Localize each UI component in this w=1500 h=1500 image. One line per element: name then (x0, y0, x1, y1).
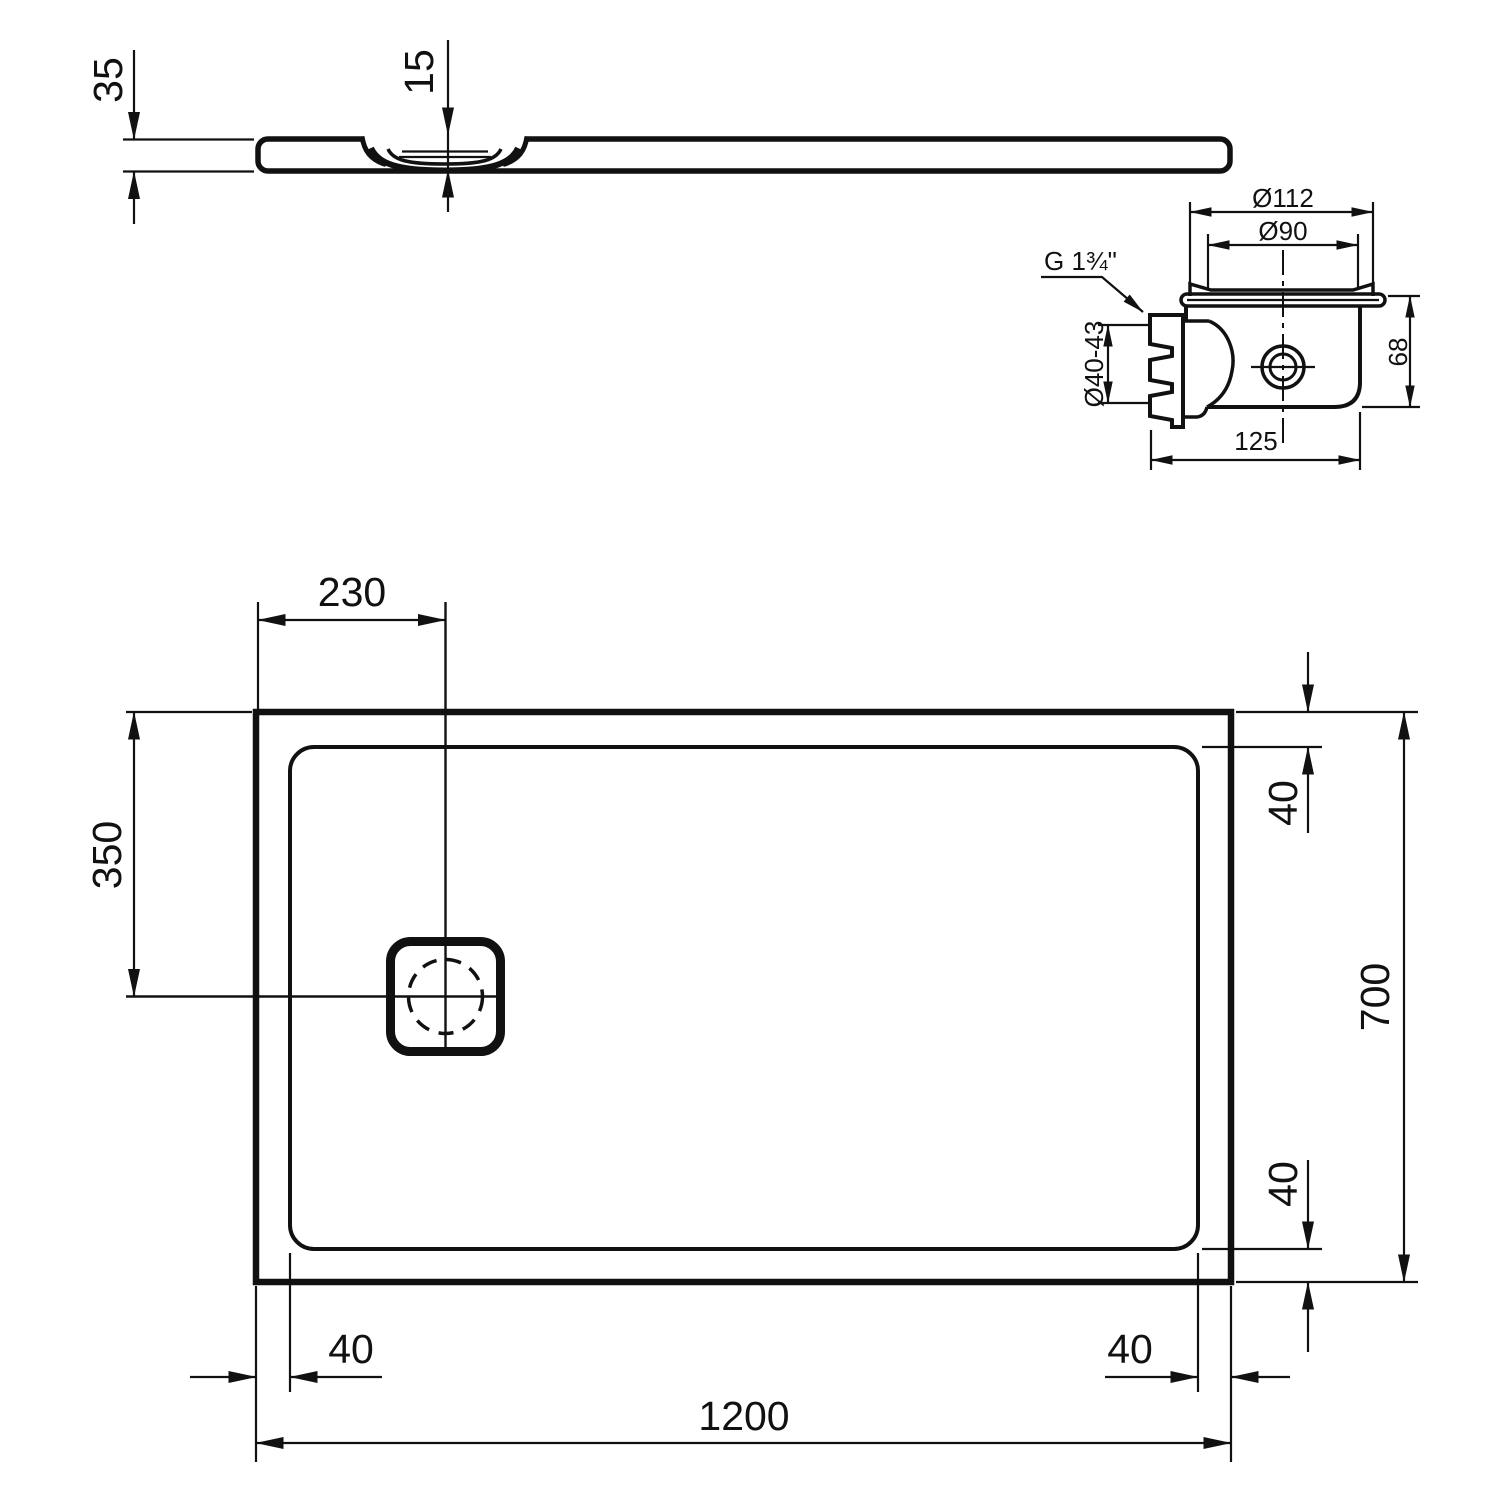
recess-opening-gap (364, 130, 525, 144)
dim-text-trap-height: 68 (1383, 338, 1413, 367)
dim-text-grate-dia: Ø90 (1258, 216, 1307, 246)
dim-drain-offset-x: 230 (256, 569, 446, 709)
threaded-connector (1148, 313, 1185, 429)
dim-text-outlet-dia: Ø40-43 (1079, 321, 1109, 408)
waste-dish-inner (386, 148, 503, 166)
dim-overall-height: 35 (85, 50, 254, 224)
dim-rim-bottom-left: 40 (190, 1253, 382, 1392)
dim-text-rim-bottom-left: 40 (328, 1326, 374, 1372)
waste-trap-detail: Ø112 Ø90 G 1¾" (1041, 183, 1420, 470)
dim-text-drain-offset-x: 230 (318, 569, 386, 615)
dim-recess-depth: 15 (396, 40, 454, 212)
dim-grate-dia: Ø90 (1206, 216, 1360, 288)
dim-text-recess-depth: 15 (396, 49, 442, 95)
dim-flange-dia: Ø112 (1188, 183, 1375, 287)
trap-cap-outline (1188, 281, 1375, 296)
dim-text-overall-height: 35 (85, 57, 131, 103)
dim-rim-right-bottom: 40 (1202, 1160, 1322, 1352)
dim-text-rim-bottom-right: 40 (1107, 1326, 1153, 1372)
dim-text-drain-offset-y: 350 (84, 821, 130, 889)
side-profile-view: 35 15 (85, 40, 1233, 224)
tray-inner-basin (288, 745, 1200, 1251)
trap-internal-baffle (1206, 319, 1235, 409)
dim-text-trap-length: 125 (1234, 426, 1277, 456)
dim-trap-length: 125 (1149, 412, 1362, 470)
dim-text-tray-width: 700 (1352, 963, 1398, 1031)
thread-callout: G 1¾" (1041, 246, 1144, 313)
dim-rim-right-top: 40 (1202, 652, 1322, 833)
trap-body-outline (1207, 306, 1362, 409)
dim-text-flange-dia: Ø112 (1252, 183, 1314, 213)
dim-text-rim-right-top: 40 (1260, 780, 1306, 826)
dim-rim-bottom-right: 40 (1105, 1253, 1290, 1392)
dim-tray-length: 1200 (254, 1286, 1233, 1462)
plan-view: 230 350 700 40 40 (84, 569, 1418, 1462)
tray-profile-outline (255, 136, 1233, 174)
leader-line (1041, 275, 1144, 313)
dim-drain-offset-y: 350 (84, 710, 252, 997)
thread-size-text: G 1¾" (1044, 246, 1117, 276)
dim-outlet-dia: Ø40-43 (1079, 321, 1148, 408)
inlet-bottom-edge (1183, 406, 1209, 419)
dim-trap-height: 68 (1362, 294, 1420, 409)
dim-text-rim-right-bottom: 40 (1260, 1161, 1306, 1207)
dim-tray-width: 700 (1236, 710, 1418, 1284)
dim-text-tray-length: 1200 (698, 1393, 789, 1439)
